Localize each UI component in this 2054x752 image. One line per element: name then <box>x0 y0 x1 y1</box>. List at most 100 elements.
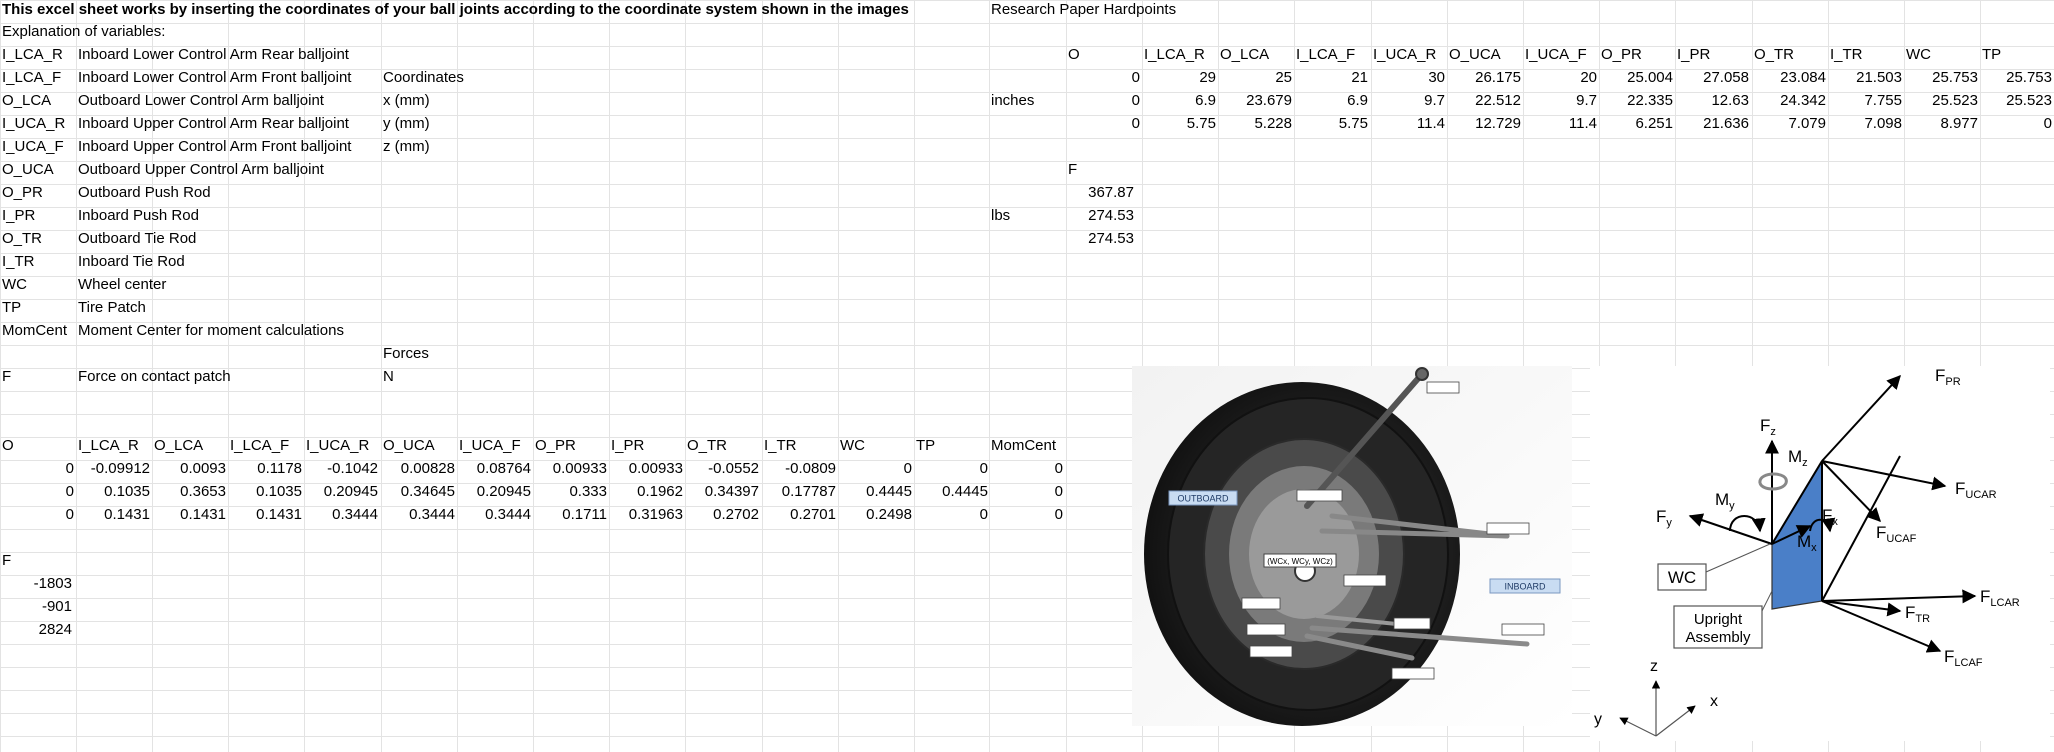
table-cell[interactable]: 0.31963 <box>628 506 683 523</box>
table-header[interactable]: O <box>2 437 14 454</box>
table-cell[interactable]: 0.1962 <box>637 483 683 500</box>
coord-unit-y[interactable]: y (mm) <box>383 115 430 132</box>
var-code[interactable]: O_UCA <box>2 161 54 178</box>
var-code[interactable]: TP <box>2 299 22 316</box>
table-cell[interactable]: 0.1431 <box>256 506 302 523</box>
forces-title[interactable]: Forces <box>383 345 429 362</box>
research-cell[interactable]: 30 <box>1428 69 1445 86</box>
research-cell[interactable]: 9.7 <box>1424 92 1445 109</box>
table-header[interactable]: I_LCA_F <box>230 437 290 454</box>
research-cell[interactable]: 25.753 <box>1932 69 1978 86</box>
var-desc[interactable]: Outboard Push Rod <box>78 184 211 201</box>
research-cell[interactable]: 0 <box>1131 69 1140 86</box>
table-cell[interactable]: 0.4445 <box>942 483 988 500</box>
research-cell[interactable]: 9.7 <box>1576 92 1597 109</box>
table-cell[interactable]: 0 <box>65 506 74 523</box>
research-header[interactable]: I_UCA_F <box>1525 46 1587 63</box>
research-cell[interactable]: 22.512 <box>1475 92 1521 109</box>
table-header[interactable]: WC <box>840 437 865 454</box>
table-cell[interactable]: -0.1042 <box>327 460 378 477</box>
table-cell[interactable]: 0.0093 <box>180 460 226 477</box>
var-code[interactable]: I_LCA_F <box>2 69 62 86</box>
research-cell[interactable]: 23.679 <box>1246 92 1292 109</box>
var-code[interactable]: MomCent <box>2 322 68 339</box>
var-desc[interactable]: Outboard Tie Rod <box>78 230 197 247</box>
research-header[interactable]: I_TR <box>1830 46 1863 63</box>
research-header[interactable]: TP <box>1982 46 2002 63</box>
table-cell[interactable]: 0.20945 <box>476 483 531 500</box>
var-code[interactable]: I_PR <box>2 207 36 224</box>
research-cell[interactable]: 25.523 <box>1932 92 1978 109</box>
research-cell[interactable]: 7.098 <box>1864 115 1902 132</box>
var-code[interactable]: I_UCA_F <box>2 138 64 155</box>
table-cell[interactable]: 0.2702 <box>713 506 759 523</box>
research-cell[interactable]: 22.335 <box>1627 92 1673 109</box>
research-cell[interactable]: 23.084 <box>1780 69 1826 86</box>
research-cell[interactable]: 27.058 <box>1703 69 1749 86</box>
research-cell[interactable]: 8.977 <box>1940 115 1978 132</box>
research-cell[interactable]: 21 <box>1351 69 1368 86</box>
research-cell[interactable]: 6.251 <box>1635 115 1673 132</box>
research-cell[interactable]: 0 <box>1131 92 1140 109</box>
var-desc[interactable]: Wheel center <box>78 276 167 293</box>
var-desc[interactable]: Tire Patch <box>78 299 146 316</box>
table-header[interactable]: I_UCA_F <box>459 437 521 454</box>
research-cell[interactable]: 21.636 <box>1703 115 1749 132</box>
research-header[interactable]: I_LCA_F <box>1296 46 1356 63</box>
table-cell[interactable]: 0.34645 <box>400 483 455 500</box>
var-desc[interactable]: Inboard Upper Control Arm Front balljoin… <box>78 138 352 155</box>
var-code[interactable]: I_LCA_R <box>2 46 63 63</box>
table-header[interactable]: O_LCA <box>154 437 204 454</box>
table-cell[interactable]: 0 <box>979 506 988 523</box>
research-cell[interactable]: 26.175 <box>1475 69 1521 86</box>
research-units[interactable]: inches <box>991 92 1035 109</box>
main-force-value[interactable]: -901 <box>41 598 72 615</box>
var-desc[interactable]: Inboard Lower Control Arm Rear balljoint <box>78 46 349 63</box>
research-cell[interactable]: 25.523 <box>2006 92 2052 109</box>
force-code[interactable]: F <box>2 368 12 385</box>
research-title[interactable]: Research Paper Hardpoints <box>991 1 1177 18</box>
table-cell[interactable]: 0.333 <box>569 483 607 500</box>
table-cell[interactable]: 0.1178 <box>257 460 302 477</box>
var-desc[interactable]: Outboard Lower Control Arm balljoint <box>78 92 324 109</box>
table-cell[interactable]: 0 <box>1054 460 1063 477</box>
research-cell[interactable]: 25.004 <box>1627 69 1673 86</box>
research-cell[interactable]: 7.079 <box>1788 115 1826 132</box>
research-cell[interactable]: 21.503 <box>1856 69 1902 86</box>
force-unit[interactable]: N <box>383 368 394 385</box>
table-cell[interactable]: 0.00828 <box>400 460 455 477</box>
research-header[interactable]: O_TR <box>1754 46 1795 63</box>
table-cell[interactable]: 0.2498 <box>866 506 912 523</box>
table-cell[interactable]: 0.20945 <box>323 483 378 500</box>
table-header[interactable]: I_UCA_R <box>306 437 370 454</box>
var-desc[interactable]: Inboard Push Rod <box>78 207 199 224</box>
research-header[interactable]: WC <box>1906 46 1931 63</box>
research-cell[interactable]: 11.4 <box>1416 115 1445 132</box>
var-desc[interactable]: Inboard Tie Rod <box>78 253 185 270</box>
research-cell[interactable]: 7.755 <box>1864 92 1902 109</box>
research-header[interactable]: I_LCA_R <box>1144 46 1205 63</box>
research-cell[interactable]: 6.9 <box>1347 92 1368 109</box>
research-cell[interactable]: 11.4 <box>1568 115 1597 132</box>
table-cell[interactable]: 0 <box>65 483 74 500</box>
main-force-value[interactable]: 2824 <box>38 621 72 638</box>
research-cell[interactable]: 29 <box>1199 69 1216 86</box>
research-header[interactable]: O <box>1068 46 1080 63</box>
table-header[interactable]: I_TR <box>764 437 797 454</box>
table-cell[interactable]: 0.3444 <box>332 506 378 523</box>
table-cell[interactable]: 0.2701 <box>790 506 836 523</box>
table-cell[interactable]: 0.34397 <box>704 483 759 500</box>
table-header[interactable]: O_UCA <box>383 437 435 454</box>
header-note[interactable]: This excel sheet works by inserting the … <box>2 1 909 18</box>
table-header[interactable]: O_TR <box>687 437 728 454</box>
explanation-title[interactable]: Explanation of variables: <box>2 23 166 40</box>
research-cell[interactable]: 12.63 <box>1711 92 1749 109</box>
table-cell[interactable]: 0.1035 <box>104 483 150 500</box>
table-cell[interactable]: 0.1035 <box>256 483 302 500</box>
research-cell[interactable]: 24.342 <box>1780 92 1826 109</box>
coord-unit-z[interactable]: z (mm) <box>383 138 430 155</box>
table-header[interactable]: I_LCA_R <box>78 437 139 454</box>
main-force-label[interactable]: F <box>2 552 12 569</box>
table-cell[interactable]: 0.3444 <box>485 506 531 523</box>
table-cell[interactable]: 0.1711 <box>562 506 607 523</box>
